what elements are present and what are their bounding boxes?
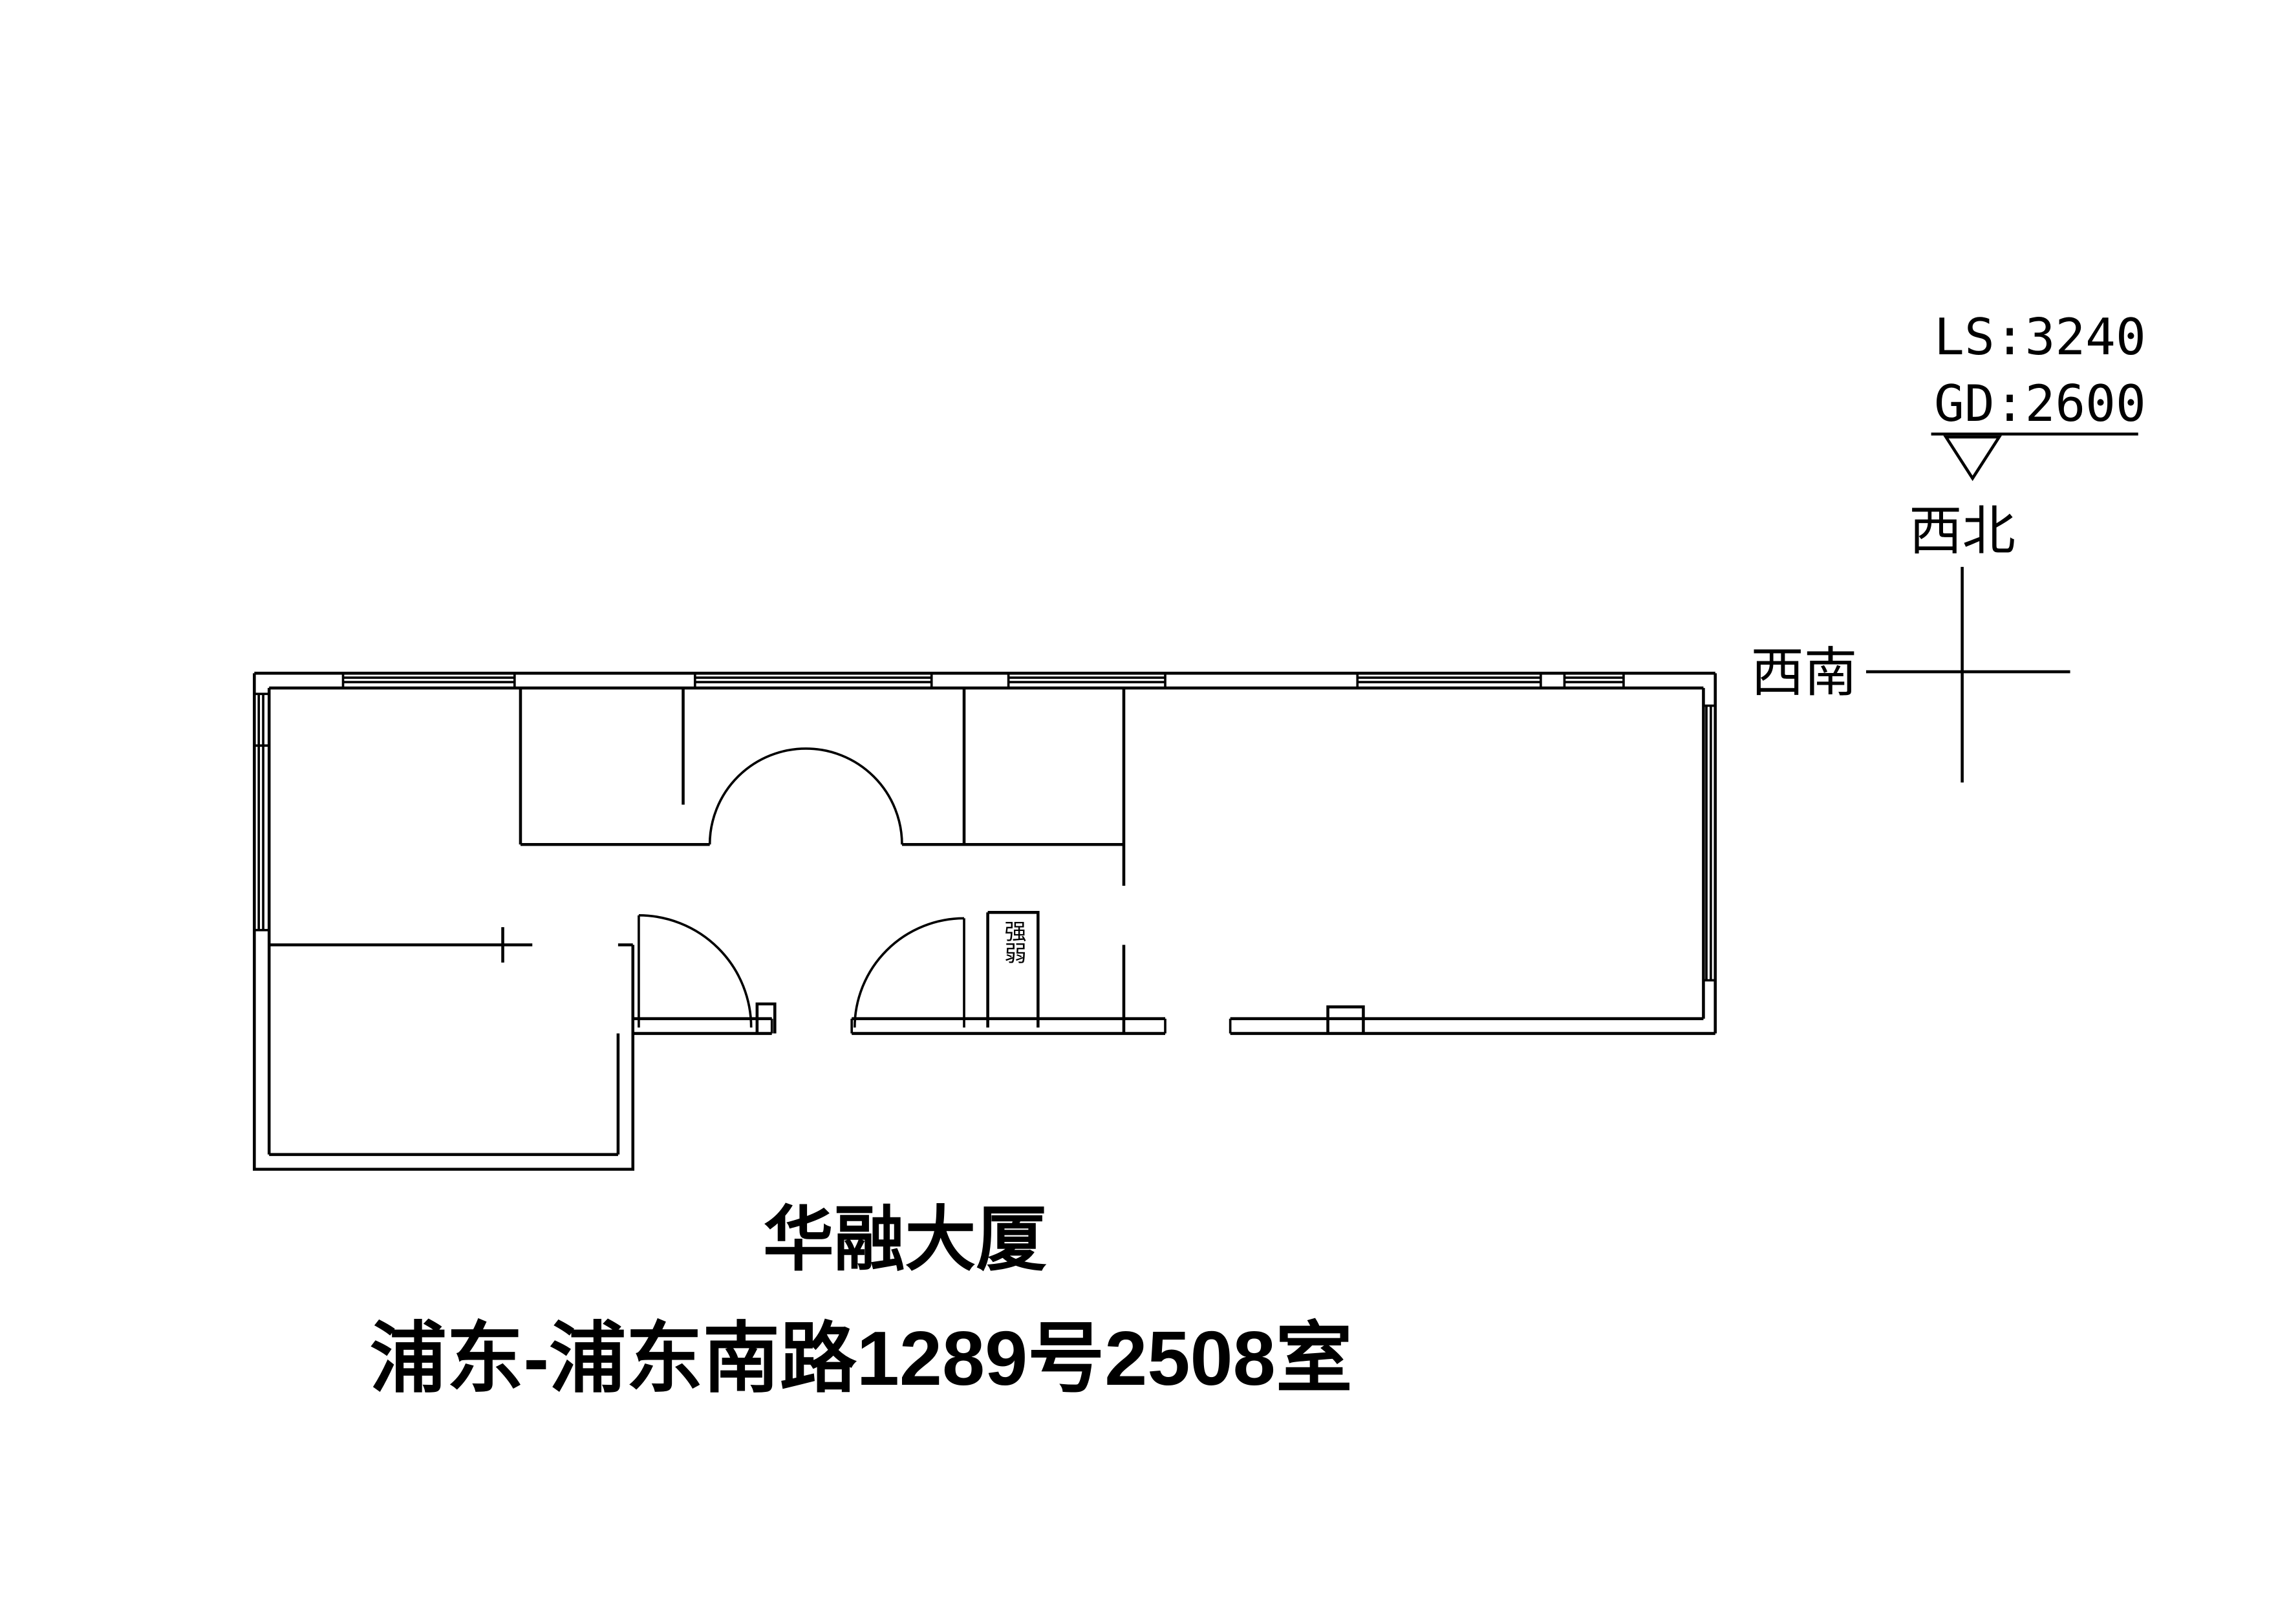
window-left — [254, 692, 270, 932]
window-top-3 — [1007, 673, 1166, 689]
elevation-triangle-icon — [1943, 435, 2002, 482]
right-wall-window — [1703, 704, 1715, 982]
compass: 西北 西南 — [1751, 502, 2070, 783]
floor-plan: 强弱 — [253, 672, 1717, 1171]
doors — [638, 747, 965, 1028]
window-right — [1703, 704, 1715, 982]
window-top-1 — [341, 673, 516, 689]
window-top-4 — [1356, 673, 1542, 689]
caption: 华融大厦 浦东-浦东南路1289号2508室 — [370, 1201, 1353, 1402]
pier-column — [1326, 1005, 1365, 1034]
left-wall-window — [254, 692, 270, 932]
compass-northwest-label: 西北 — [1909, 502, 2015, 561]
interior-walls — [269, 688, 1365, 1034]
closet-walls — [986, 911, 1040, 1028]
door-arc-arch — [708, 747, 903, 845]
exterior-wall-lowerleft-outer — [253, 673, 635, 1171]
gd-annotation: GD:2600 — [1934, 375, 2146, 433]
door-arc-right — [853, 917, 965, 1028]
interior-wall-lowerleft-top — [269, 927, 633, 963]
building-name: 华融大厦 — [763, 1201, 1047, 1279]
pier-column-2 — [755, 1002, 777, 1034]
elevation-marker: LS:3240 GD:2600 — [1931, 308, 2146, 482]
electrical-closet: 强弱 — [986, 911, 1040, 1028]
exterior-walls — [253, 672, 1717, 1171]
ls-annotation: LS:3240 — [1934, 308, 2146, 367]
window-top-2 — [693, 673, 933, 689]
address: 浦东-浦东南路1289号2508室 — [370, 1316, 1353, 1402]
closet-label: 强弱 — [1000, 920, 1026, 964]
compass-southwest-label: 西南 — [1751, 644, 1858, 703]
window-top-5 — [1563, 673, 1625, 689]
door-arc-left — [638, 914, 753, 1028]
top-wall-windows — [341, 673, 1625, 689]
exterior-wall-left-inner — [267, 688, 620, 1157]
door-jamb-ticks-bottom — [770, 1018, 1232, 1034]
